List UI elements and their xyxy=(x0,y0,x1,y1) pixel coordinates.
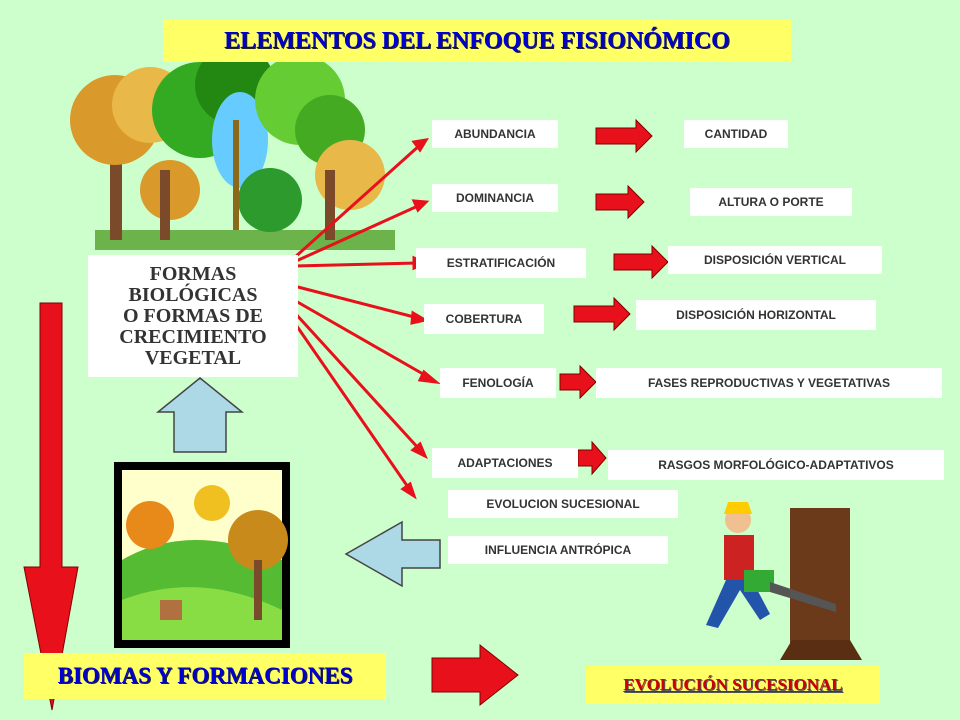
block-arrows xyxy=(23,118,669,711)
page-title: ELEMENTOS DEL ENFOQUE FISIONÓMICO xyxy=(163,20,791,62)
formas-biologicas-box: FORMAS BIOLÓGICAS O FORMAS DE CRECIMIENT… xyxy=(88,255,298,377)
formas-line: VEGETAL xyxy=(144,346,242,369)
result-rasgos: RASGOS MORFOLÓGICO-ADAPTATIVOS xyxy=(608,450,944,480)
formas-line: FORMAS xyxy=(149,262,237,285)
landscape-picture xyxy=(114,462,290,648)
element-dominancia: DOMINANCIA xyxy=(432,184,558,212)
result-disposicion-vertical: DISPOSICIÓN VERTICAL xyxy=(668,246,882,274)
element-fenologia: FENOLOGÍA xyxy=(440,368,556,398)
light-arrows xyxy=(155,377,441,588)
forest-illustration xyxy=(70,45,395,250)
biomas-title: BIOMAS Y FORMACIONES xyxy=(24,653,386,699)
result-fases: FASES REPRODUCTIVAS Y VEGETATIVAS xyxy=(596,368,942,398)
result-cantidad: CANTIDAD xyxy=(684,120,788,148)
influencia-antropica-box: INFLUENCIA ANTRÓPICA xyxy=(448,536,668,564)
formas-line: BIOLÓGICAS xyxy=(128,283,258,306)
formas-line: CRECIMIENTO xyxy=(119,325,267,348)
evolucion-title: EVOLUCIÓN SUCESIONAL xyxy=(586,666,880,704)
element-adaptaciones: ADAPTACIONES xyxy=(432,448,578,478)
lumberjack-illustration xyxy=(706,502,862,660)
formas-line: O FORMAS DE xyxy=(123,304,263,327)
element-cobertura: COBERTURA xyxy=(424,304,544,334)
evolucion-sucesional-box: EVOLUCION SUCESIONAL xyxy=(448,490,678,518)
connector-arrows xyxy=(292,137,441,500)
element-abundancia: ABUNDANCIA xyxy=(432,120,558,148)
element-estratificacion: ESTRATIFICACIÓN xyxy=(416,248,586,278)
result-disposicion-horizontal: DISPOSICIÓN HORIZONTAL xyxy=(636,300,876,330)
result-altura: ALTURA O PORTE xyxy=(690,188,852,216)
